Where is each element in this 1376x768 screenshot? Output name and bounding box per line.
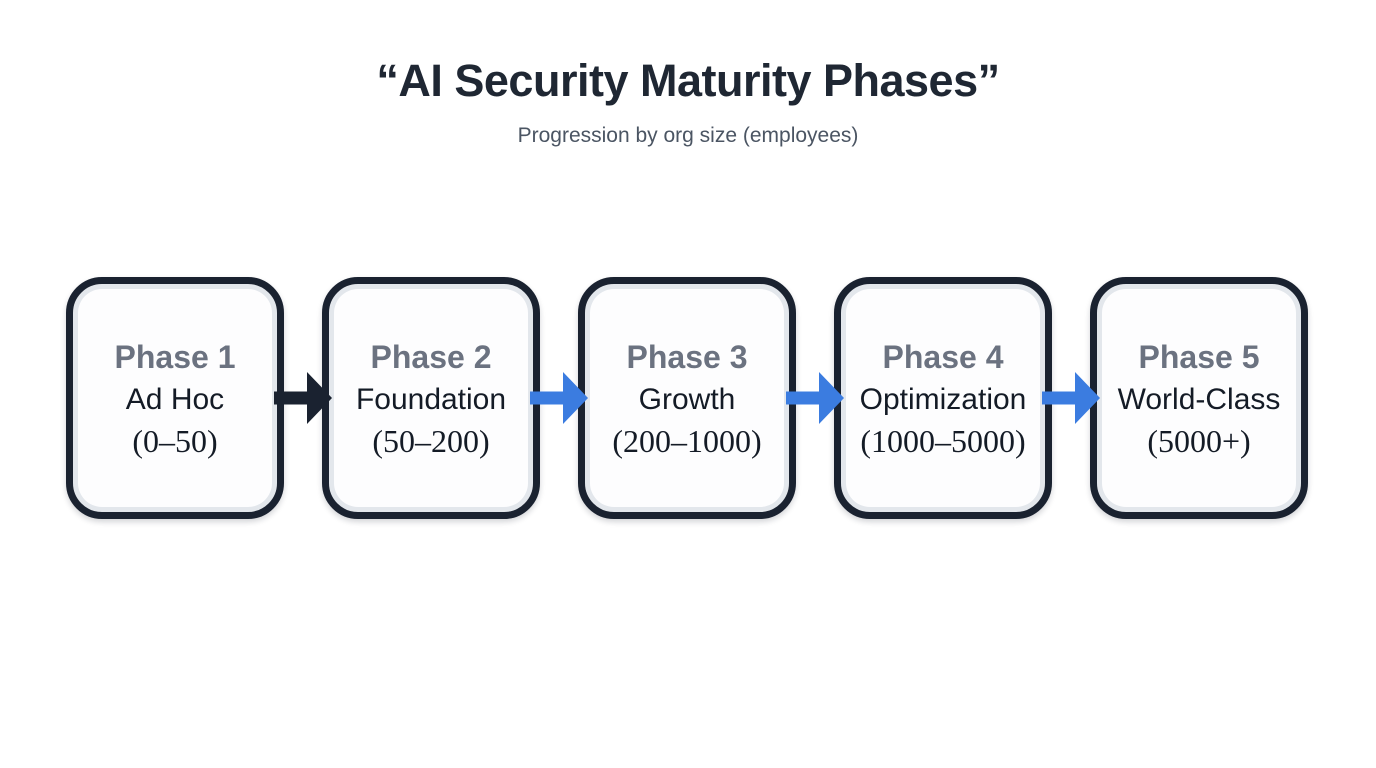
phase-range: (0–50) xyxy=(132,423,218,459)
phase-name: World-Class xyxy=(1117,383,1281,416)
phase-range: (50–200) xyxy=(372,423,490,459)
phase-label: Phase 1 xyxy=(114,339,236,375)
phases-row: Phase 1 Ad Hoc (0–50) Phase 2 Foundation… xyxy=(66,277,1308,519)
right-arrow-icon-blue xyxy=(786,372,844,424)
phase-label: Phase 4 xyxy=(882,339,1004,375)
phase-name: Growth xyxy=(638,383,736,416)
phase-box-1: Phase 1 Ad Hoc (0–50) xyxy=(66,277,284,519)
phase-label: Phase 2 xyxy=(370,339,492,375)
phase-label: Phase 3 xyxy=(626,339,748,375)
right-arrow-icon-blue xyxy=(1042,372,1100,424)
right-arrow-icon-blue xyxy=(530,372,588,424)
phase-label: Phase 5 xyxy=(1138,339,1260,375)
phase-box-4: Phase 4 Optimization (1000–5000) xyxy=(834,277,1052,519)
phase-range: (1000–5000) xyxy=(860,423,1026,459)
page-title: “AI Security Maturity Phases” xyxy=(376,55,1000,106)
phase-range: (5000+) xyxy=(1147,423,1251,459)
phase-range: (200–1000) xyxy=(612,423,762,459)
phase-name: Ad Hoc xyxy=(125,383,225,416)
phase-name: Optimization xyxy=(859,383,1027,416)
phase-name: Foundation xyxy=(355,383,507,416)
phase-box-3: Phase 3 Growth (200–1000) xyxy=(578,277,796,519)
page-subtitle: Progression by org size (employees) xyxy=(517,124,859,147)
phase-box-5: Phase 5 World-Class (5000+) xyxy=(1090,277,1308,519)
right-arrow-icon-dark xyxy=(274,372,332,424)
phase-box-2: Phase 2 Foundation (50–200) xyxy=(322,277,540,519)
